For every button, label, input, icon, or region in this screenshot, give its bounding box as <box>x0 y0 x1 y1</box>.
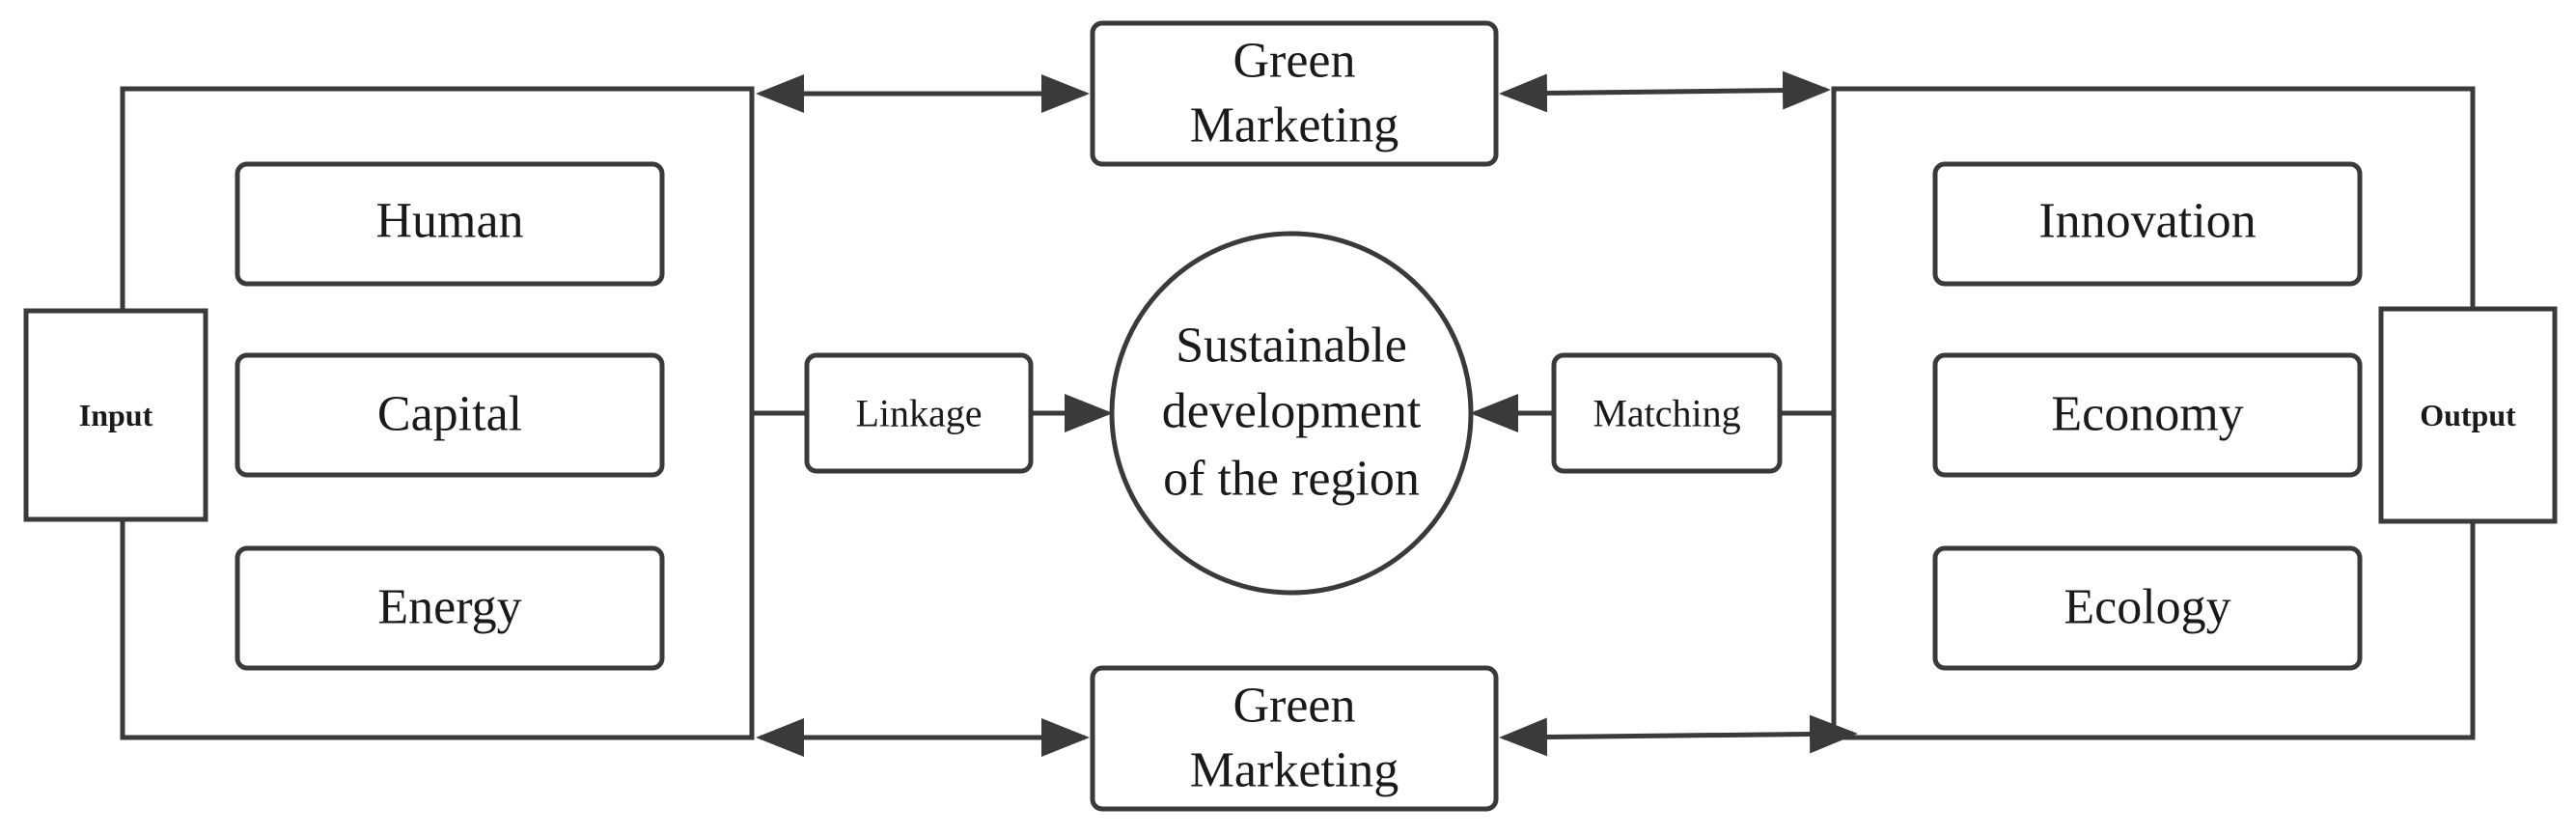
top-right-double-arrow <box>1499 70 1831 113</box>
human-label: Human <box>375 194 523 249</box>
linkage-label: Linkage <box>855 392 982 435</box>
bottom-green-marketing-line1: Green <box>1233 679 1355 734</box>
output-tag-box <box>2378 306 2558 524</box>
economy-label: Economy <box>2051 387 2243 442</box>
innovation-box <box>1932 161 2363 287</box>
energy-box <box>235 545 665 671</box>
capital-box <box>235 352 665 478</box>
bottom-right-double-arrow <box>1499 714 1858 757</box>
innovation-label: Innovation <box>2038 194 2256 249</box>
bottom-green-marketing-box <box>1090 665 1499 812</box>
economy-box <box>1932 352 2363 478</box>
top-green-marketing-line2: Marketing <box>1190 98 1399 153</box>
top-green-marketing-box <box>1090 20 1499 167</box>
human-box <box>235 161 665 287</box>
bottom-green-marketing-line2: Marketing <box>1190 743 1399 798</box>
matching-label: Matching <box>1593 392 1740 435</box>
ecology-box <box>1932 545 2363 671</box>
input-tag-label: Input <box>79 398 153 432</box>
center-line2: development <box>1162 384 1422 439</box>
ecology-label: Ecology <box>2064 580 2230 635</box>
top-green-marketing-line1: Green <box>1233 34 1355 89</box>
output-tag-label: Output <box>2420 398 2516 432</box>
capital-label: Capital <box>377 387 522 442</box>
input-tag-box <box>23 308 208 522</box>
center-line1: Sustainable <box>1176 319 1407 374</box>
center-line3: of the region <box>1163 452 1420 507</box>
energy-label: Energy <box>377 580 521 635</box>
